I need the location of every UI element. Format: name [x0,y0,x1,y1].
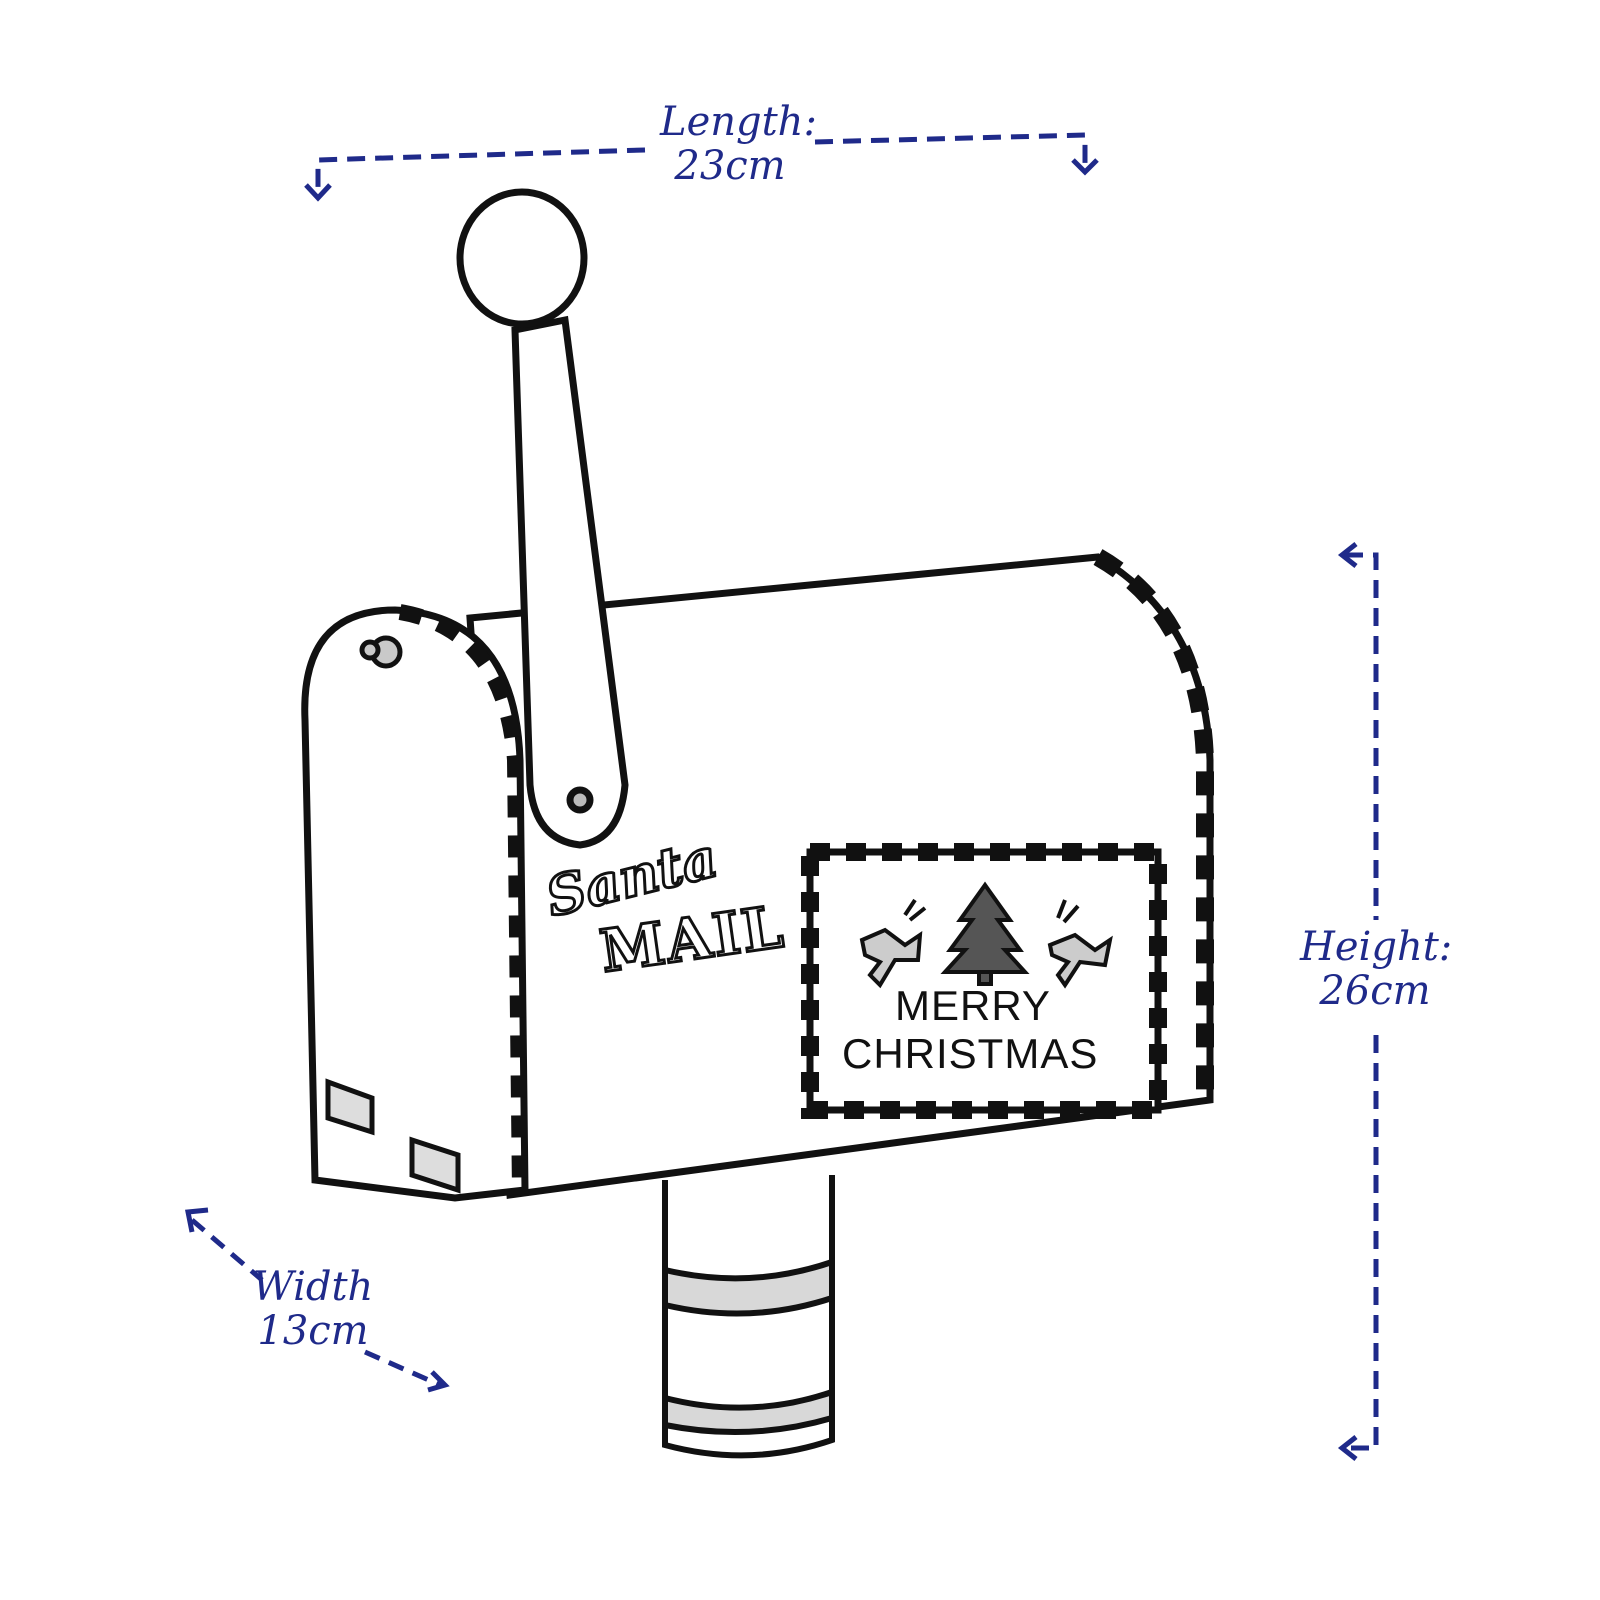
width-label: Width 13cm [248,1265,378,1353]
reindeer-right-icon [1047,899,1113,989]
length-arrow [315,132,1088,195]
length-title: Length: [660,99,817,145]
height-title: Height: [1300,924,1453,970]
christmas-text: CHRISTMAS [842,1030,1099,1077]
merry-text: MERRY [895,982,1051,1029]
height-value: 26cm [1319,968,1431,1014]
reindeer-left-icon [859,898,927,989]
height-label: Height: 26cm [1300,924,1453,1014]
length-arrowheads [304,158,1099,202]
length-value: 23cm [674,143,786,189]
width-arrowheads [185,1207,450,1393]
width-arrow [190,1218,442,1388]
width-title: Width [252,1264,374,1310]
door-knob [359,635,403,669]
length-label: Length: 23cm [660,99,817,189]
width-value: 13cm [257,1308,369,1354]
mailbox-post [662,1175,835,1459]
height-arrow [1345,552,1379,1451]
tree-icon [940,881,1030,986]
hinges [325,1078,461,1194]
mailbox-flag [456,188,629,849]
christmas-sign [801,843,1167,1119]
height-arrowheads [1337,542,1358,1461]
